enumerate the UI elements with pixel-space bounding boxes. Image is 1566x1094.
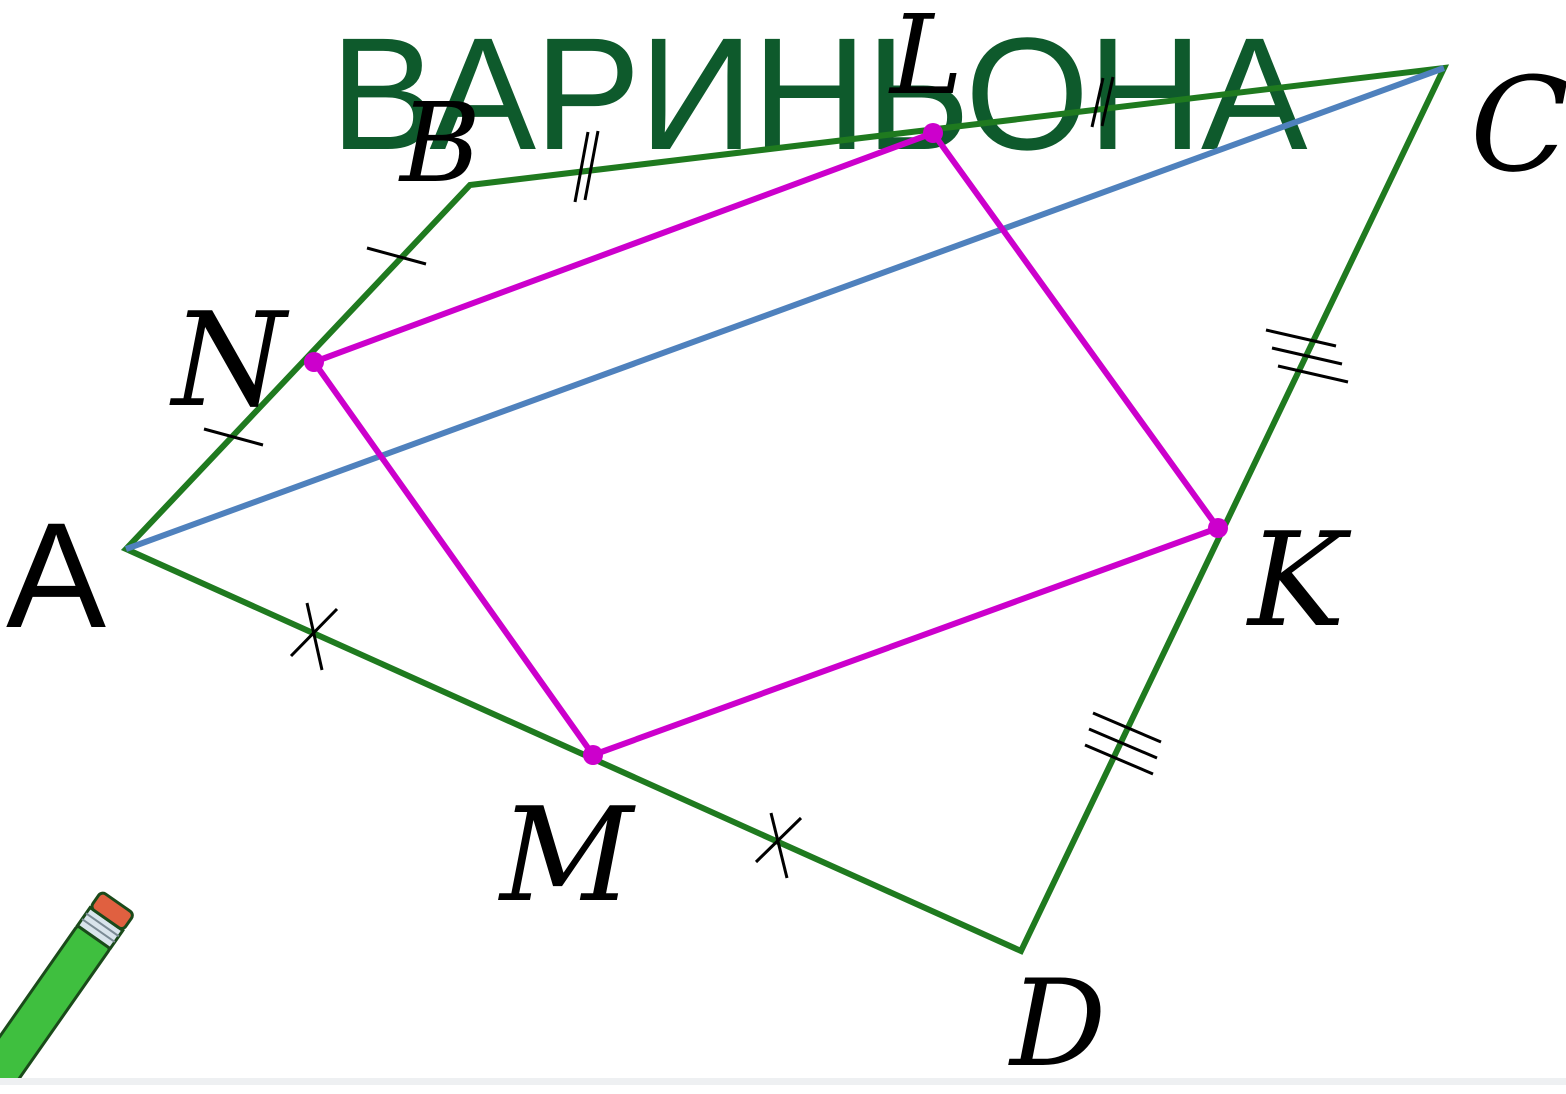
tick-cd-1a (1265, 328, 1337, 348)
tick-bc-2a (1090, 77, 1105, 128)
midpoint-k (1208, 518, 1228, 538)
tick-cd-2a (1092, 711, 1162, 744)
label-k: K (1248, 504, 1346, 656)
diagonal-ac (124, 65, 1446, 552)
label-d: D (1010, 955, 1107, 1094)
label-m: M (500, 779, 634, 931)
tick-cd-1b (1271, 346, 1343, 366)
label-c: C (1470, 49, 1566, 201)
label-n: N (172, 284, 286, 436)
label-l: L (890, 0, 964, 119)
pencil-icon (0, 891, 134, 1085)
bottom-strip (0, 1078, 1566, 1085)
midpoint-l (923, 123, 943, 143)
label-b: B (400, 79, 481, 207)
midpoint-n (304, 352, 324, 372)
midpoint-m (583, 745, 603, 765)
tick-bc-1b (583, 130, 600, 201)
tick-ab-2 (203, 427, 264, 447)
tick-cd-1c (1277, 364, 1349, 384)
parallelogram-nlkm (311, 130, 1221, 758)
tick-ab-1 (366, 246, 427, 266)
tick-cd-2b (1088, 727, 1158, 760)
tick-ad-2b (769, 812, 789, 879)
tick-ad-1b (305, 602, 324, 671)
slide-title: ВАРИНЬОНА (330, 4, 1308, 183)
label-a: A (6, 491, 107, 659)
tick-bc-1a (573, 131, 590, 203)
tick-cd-2c (1084, 743, 1154, 776)
tick-bc-2b (1100, 76, 1115, 127)
quadrilateral-abcd (120, 64, 1450, 955)
